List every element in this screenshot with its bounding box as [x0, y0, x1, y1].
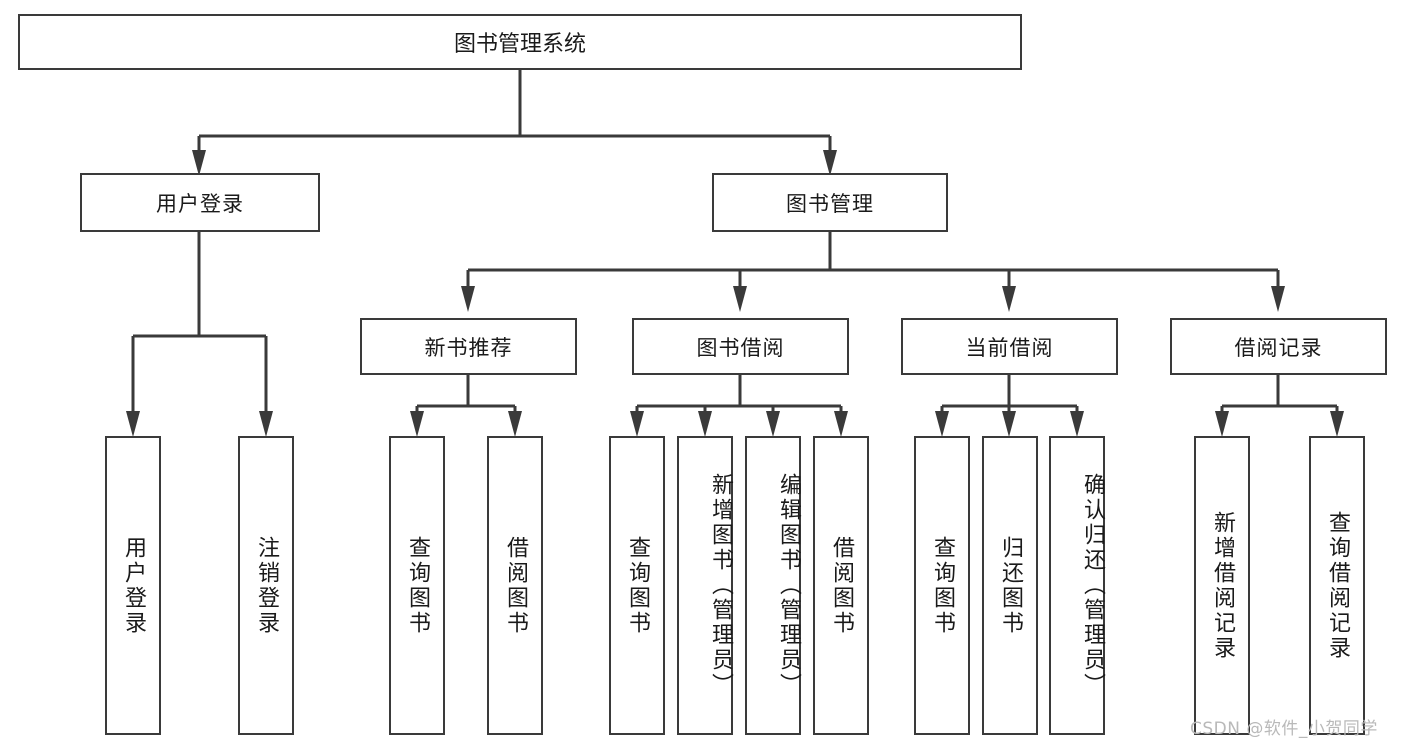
node-label: 当前借阅: [965, 335, 1054, 360]
node-label: 查询图书: [405, 535, 430, 636]
node-label: 借阅图书: [829, 535, 854, 636]
leaf-borrow-book[interactable]: 借阅图书: [813, 436, 869, 735]
leaf-edit-book-admin[interactable]: 编辑图书（管理员）: [745, 436, 801, 735]
leaf-confirm-return-admin[interactable]: 确认归还（管理员）: [1049, 436, 1105, 735]
node-label: 查询图书: [625, 535, 650, 636]
leaf-return-book[interactable]: 归还图书: [982, 436, 1038, 735]
node-label: 借阅记录: [1234, 335, 1323, 360]
node-current-borrow[interactable]: 当前借阅: [901, 318, 1118, 375]
leaf-query-book-newbook[interactable]: 查询图书: [389, 436, 445, 735]
leaf-user-login[interactable]: 用户登录: [105, 436, 161, 735]
node-label: 查询借阅记录: [1325, 510, 1350, 661]
leaf-query-book-borrow[interactable]: 查询图书: [609, 436, 665, 735]
node-label: 确认归还（管理员）: [1080, 473, 1105, 698]
node-new-book-recommend[interactable]: 新书推荐: [360, 318, 577, 375]
node-label: 编辑图书（管理员）: [776, 473, 801, 698]
leaf-add-book-admin[interactable]: 新增图书（管理员）: [677, 436, 733, 735]
node-label: 归还图书: [998, 535, 1023, 636]
node-label: 用户登录: [121, 535, 146, 636]
node-book-borrow[interactable]: 图书借阅: [632, 318, 849, 375]
node-borrow-record[interactable]: 借阅记录: [1170, 318, 1387, 375]
node-user-login[interactable]: 用户登录: [80, 173, 320, 232]
leaf-query-borrow-record[interactable]: 查询借阅记录: [1309, 436, 1365, 735]
leaf-query-book-current[interactable]: 查询图书: [914, 436, 970, 735]
node-label: 查询图书: [930, 535, 955, 636]
node-book-management[interactable]: 图书管理: [712, 173, 948, 232]
node-label: 新增借阅记录: [1210, 510, 1235, 661]
node-label: 图书借阅: [696, 335, 785, 360]
watermark: CSDN @软件_小贺同学: [1190, 719, 1378, 739]
node-root-system[interactable]: 图书管理系统: [18, 14, 1022, 70]
node-label: 图书管理: [786, 191, 874, 216]
node-label: 借阅图书: [503, 535, 528, 636]
leaf-add-borrow-record[interactable]: 新增借阅记录: [1194, 436, 1250, 735]
node-label: 用户登录: [156, 191, 244, 216]
node-label: 注销登录: [254, 535, 279, 636]
leaf-logout[interactable]: 注销登录: [238, 436, 294, 735]
node-label: 图书管理系统: [453, 32, 586, 57]
node-label: 新书推荐: [424, 335, 513, 360]
node-label: 新增图书（管理员）: [708, 473, 733, 698]
leaf-borrow-book-newbook[interactable]: 借阅图书: [487, 436, 543, 735]
